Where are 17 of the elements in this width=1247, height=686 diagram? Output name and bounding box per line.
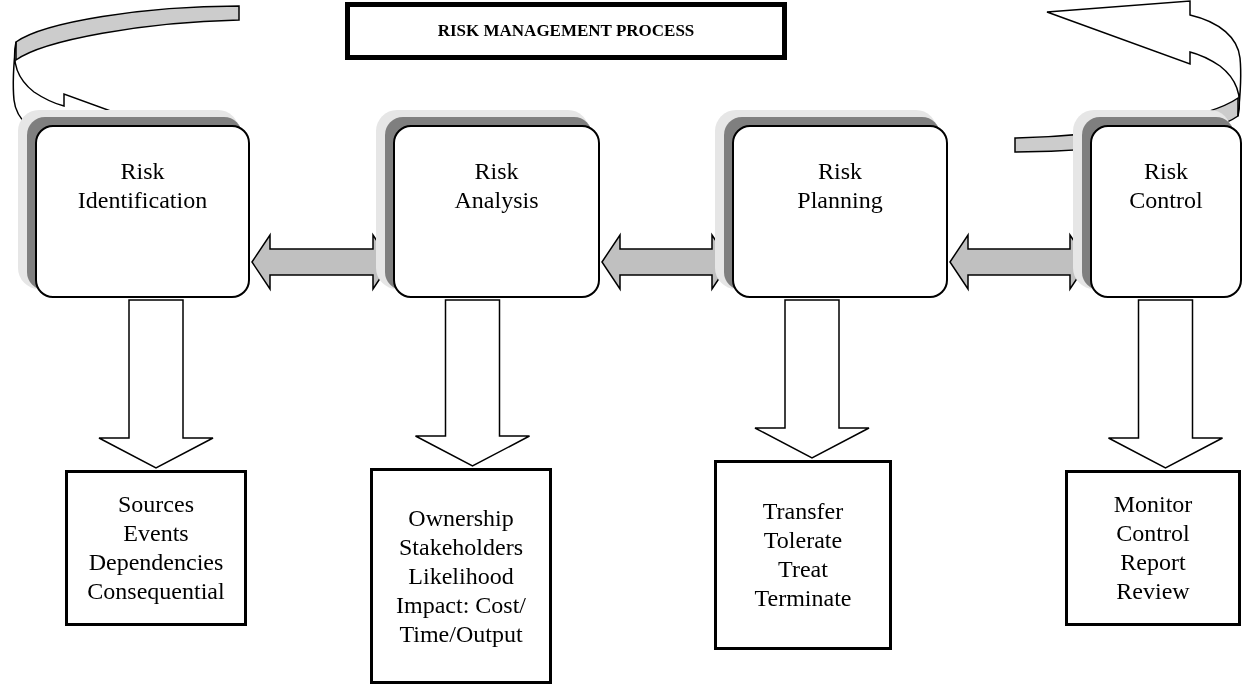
- outcome-box: [714, 460, 892, 650]
- block-arrow: [1107, 299, 1224, 469]
- outcome-box: [370, 468, 552, 684]
- node-label: Risk Planning: [797, 157, 883, 215]
- node-label: Monitor Control Report Review: [1113, 490, 1193, 606]
- node-label: Risk Analysis: [454, 157, 539, 215]
- block-arrow: [754, 299, 870, 459]
- outcome-box: [1065, 470, 1241, 626]
- node-label: Transfer Tolerate Treat Terminate: [754, 497, 852, 613]
- node-label: Ownership Stakeholders Likelihood Impact: Cost/ Time/Output: [395, 503, 527, 649]
- node-label: Sources Events Dependencies Consequential: [87, 490, 225, 606]
- block-arrow: [98, 299, 214, 469]
- node-label: Risk Control: [1129, 157, 1203, 215]
- outcome-box: [65, 470, 247, 626]
- node-label: Risk Identification: [77, 157, 208, 215]
- block-arrow: [414, 299, 531, 467]
- title: RISK MANAGEMENT PROCESS: [437, 21, 695, 41]
